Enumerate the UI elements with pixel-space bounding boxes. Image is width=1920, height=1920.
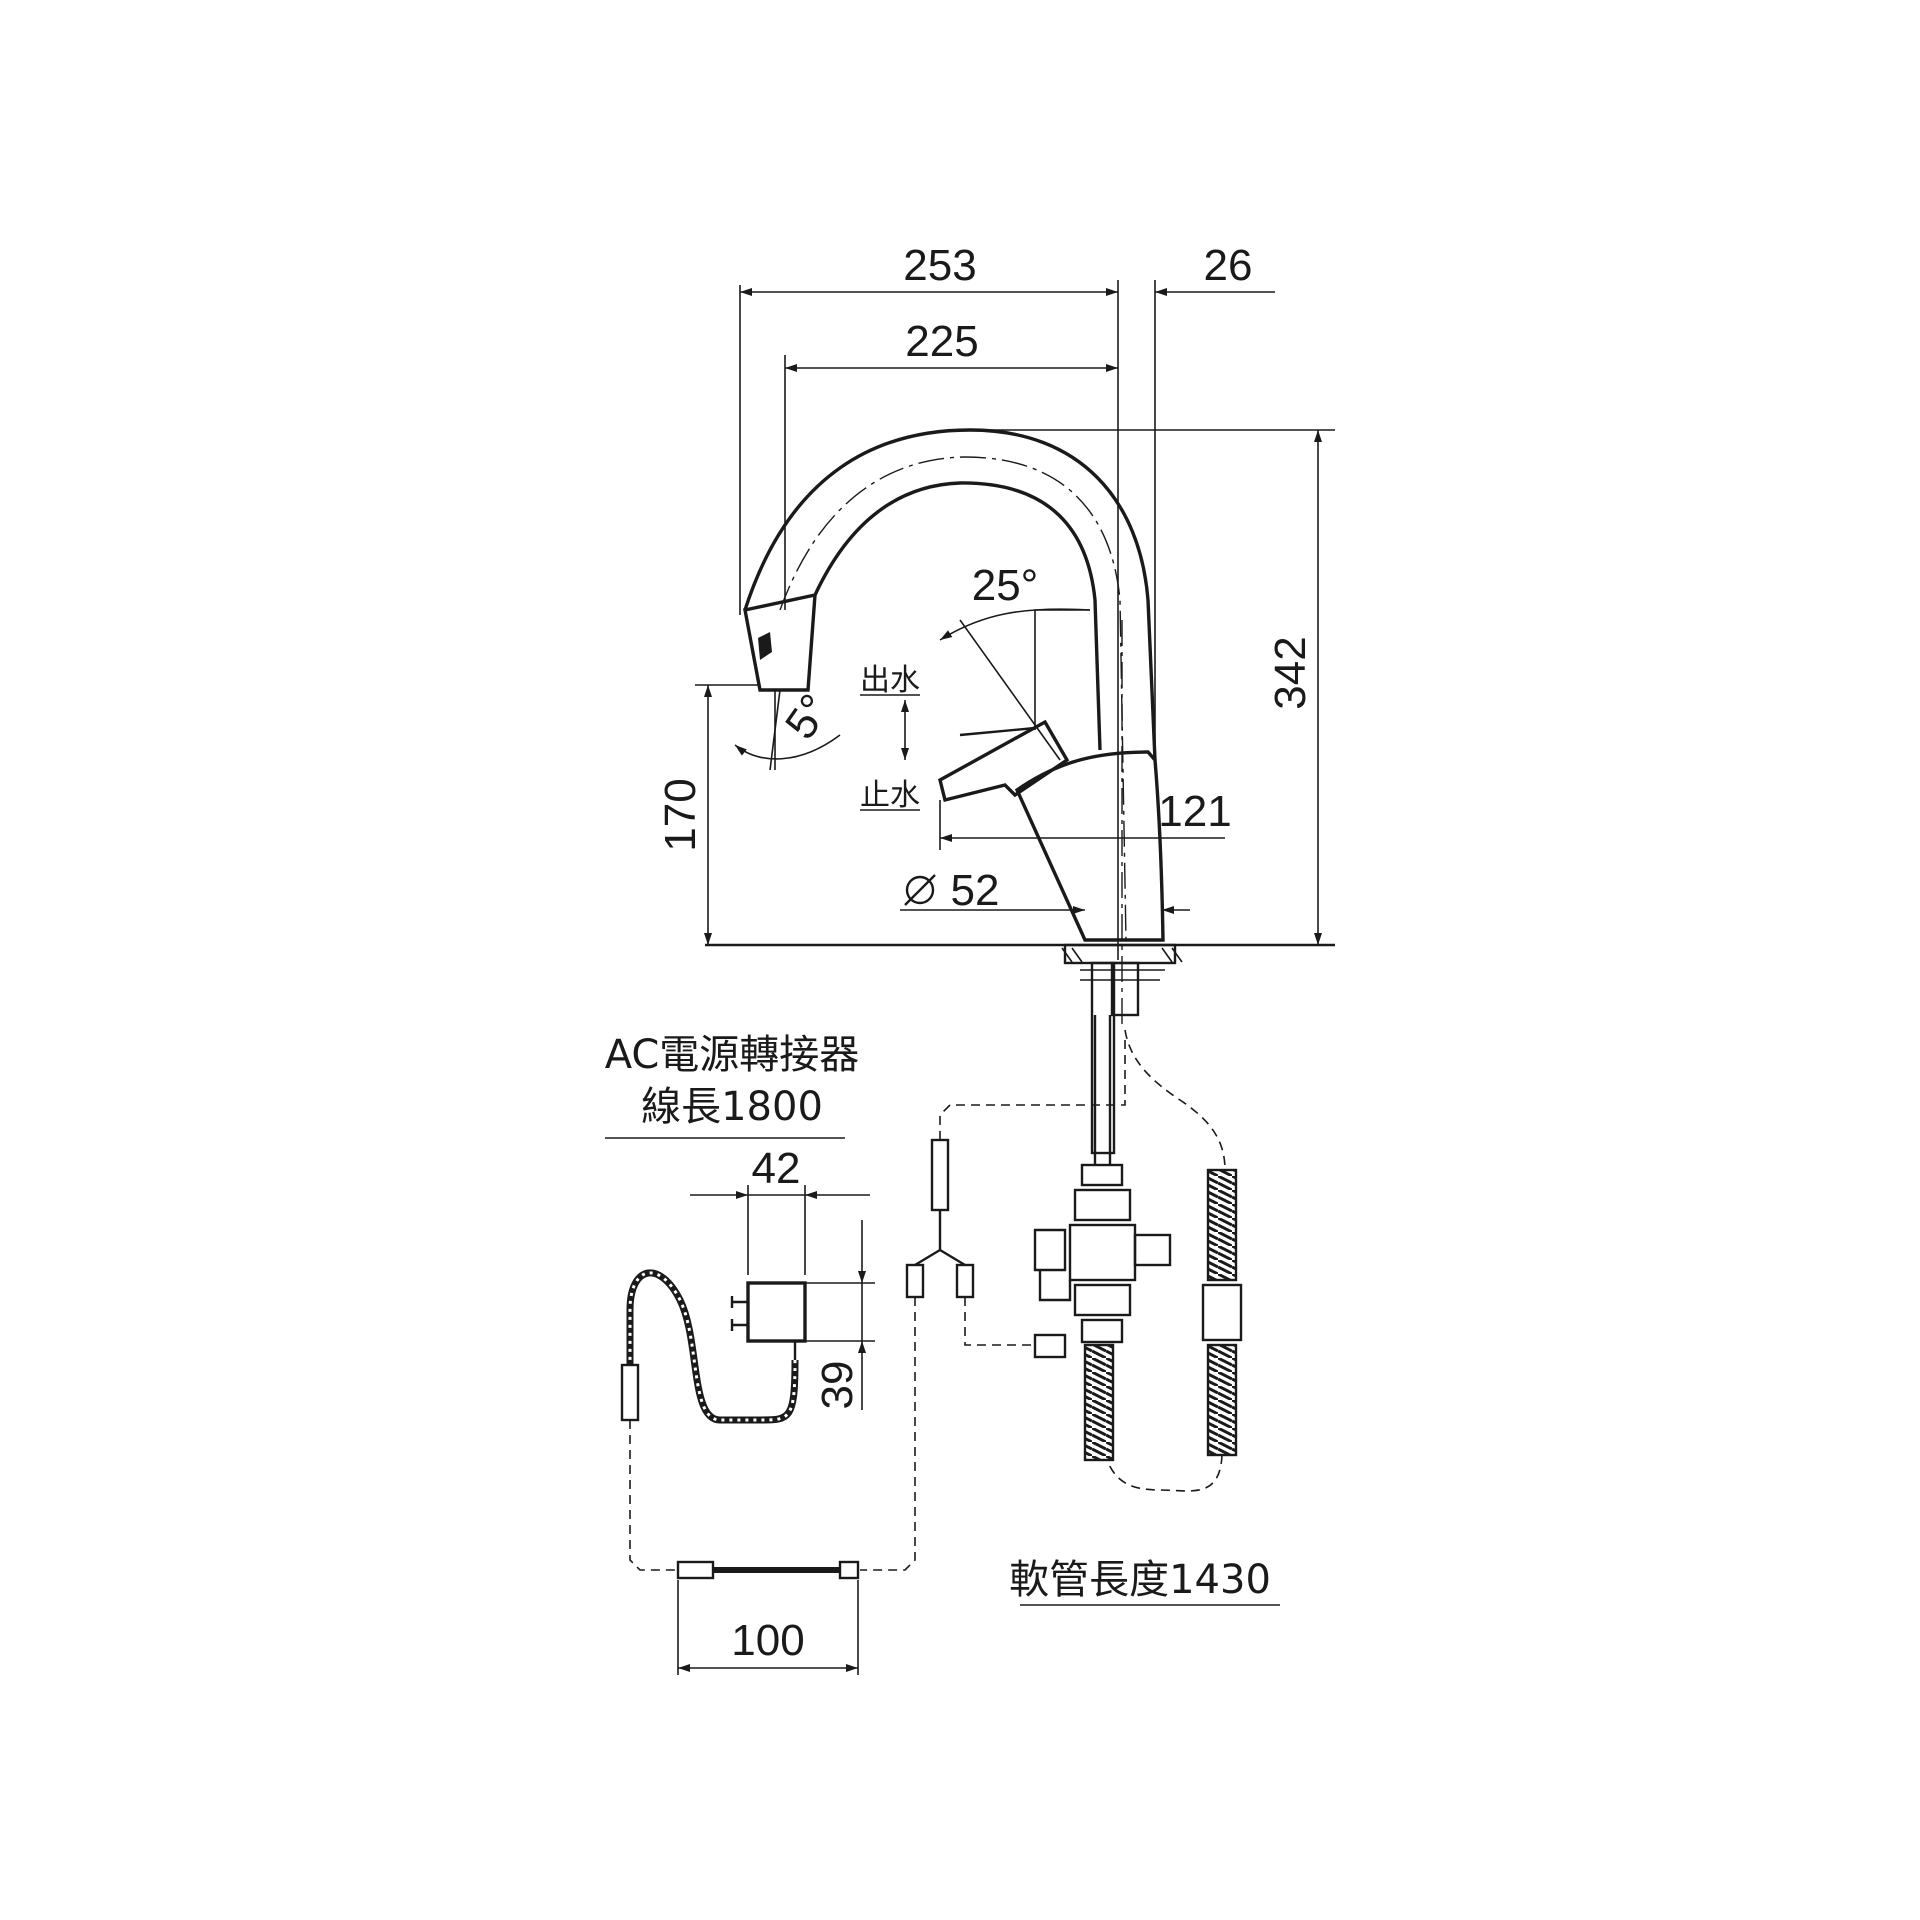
inlet-nut — [1080, 1318, 1124, 1344]
dim-253-label: 253 — [903, 241, 976, 290]
ac-adapter: AC電源轉接器 線長1800 42 39 100 — [605, 1032, 875, 1675]
hose-dashed-top — [1124, 1029, 1226, 1171]
extension-plug-left — [676, 1560, 715, 1580]
diameter-slash — [904, 874, 936, 906]
spout-centerline — [779, 456, 1127, 941]
inlet-hose-coil — [1083, 1343, 1115, 1462]
wire-plug-left — [905, 1263, 925, 1299]
mount-nut — [1110, 961, 1140, 1017]
head-button-icon — [758, 632, 772, 660]
ext-25deg-tilt — [959, 619, 1061, 761]
dim-25deg-arc — [939, 608, 1091, 641]
lever-top-line — [959, 726, 1036, 737]
valve-side-port — [1133, 1233, 1172, 1267]
hose-coupling — [1201, 1283, 1243, 1342]
valve-body — [1068, 1223, 1137, 1282]
spout-outer — [743, 428, 1157, 761]
label-water-on: 出水 — [860, 663, 920, 698]
ext-5deg-tilt — [769, 689, 781, 771]
dim-5deg-label: 5° — [776, 685, 840, 748]
under-sink-assembly — [860, 1015, 1243, 1571]
hose-coil-upper — [1206, 1168, 1238, 1282]
supply-nut — [1080, 1163, 1124, 1187]
control-cable-dashed — [939, 1040, 1126, 1140]
dim-5deg-arc — [734, 734, 841, 760]
wire-connector-upper — [930, 1138, 950, 1212]
hose-coil-lower — [1206, 1343, 1238, 1457]
dimensions: 253 26 225 342 170 5° 25° 出水 止水 — [656, 241, 1335, 960]
dim-170-label: 170 — [656, 778, 705, 851]
adapter-body — [746, 1281, 807, 1343]
shank — [1090, 961, 1116, 1155]
adapter-cord-plug — [620, 1363, 640, 1422]
adapter-title: AC電源轉接器 — [605, 1032, 860, 1078]
wire-to-adapter — [860, 1297, 916, 1571]
spout-inner — [813, 481, 1102, 751]
adapter-cord-length: 線長1800 — [641, 1084, 823, 1130]
dim-100-label: 100 — [731, 1616, 804, 1665]
valve-upper-fitting — [1073, 1188, 1132, 1222]
wire-plug-right — [955, 1263, 975, 1299]
wire-split — [914, 1210, 966, 1267]
solenoid — [1033, 1228, 1072, 1302]
dim-26-label: 26 — [1204, 241, 1253, 290]
adapter-cord-texture — [628, 1271, 797, 1422]
lever-handle — [938, 719, 1070, 803]
wire-to-valve — [964, 1297, 1035, 1346]
adapter-cord — [626, 1269, 799, 1424]
extension-plug-right — [838, 1560, 860, 1580]
hose-loop — [1099, 1439, 1223, 1492]
dim-25deg-label: 25° — [972, 561, 1039, 610]
adapter-prongs — [730, 1296, 748, 1331]
dim-42-label: 42 — [752, 1144, 801, 1193]
adapter-to-extension — [629, 1420, 675, 1571]
hose-length-label: 軟管長度1430 — [1009, 1557, 1271, 1603]
mount-washer — [1080, 969, 1165, 981]
dim-39-label: 39 — [813, 1361, 862, 1410]
label-water-off: 止水 — [860, 778, 920, 813]
valve-plug — [1033, 1333, 1067, 1359]
dim-342-label: 342 — [1266, 636, 1315, 709]
dim-52-label: 52 — [951, 866, 1000, 915]
dim-121-label: 121 — [1158, 787, 1231, 836]
diameter-symbol-icon — [905, 875, 935, 905]
valve-lower-fitting — [1073, 1283, 1132, 1317]
dim-225-label: 225 — [905, 317, 978, 366]
spray-head — [743, 592, 817, 692]
